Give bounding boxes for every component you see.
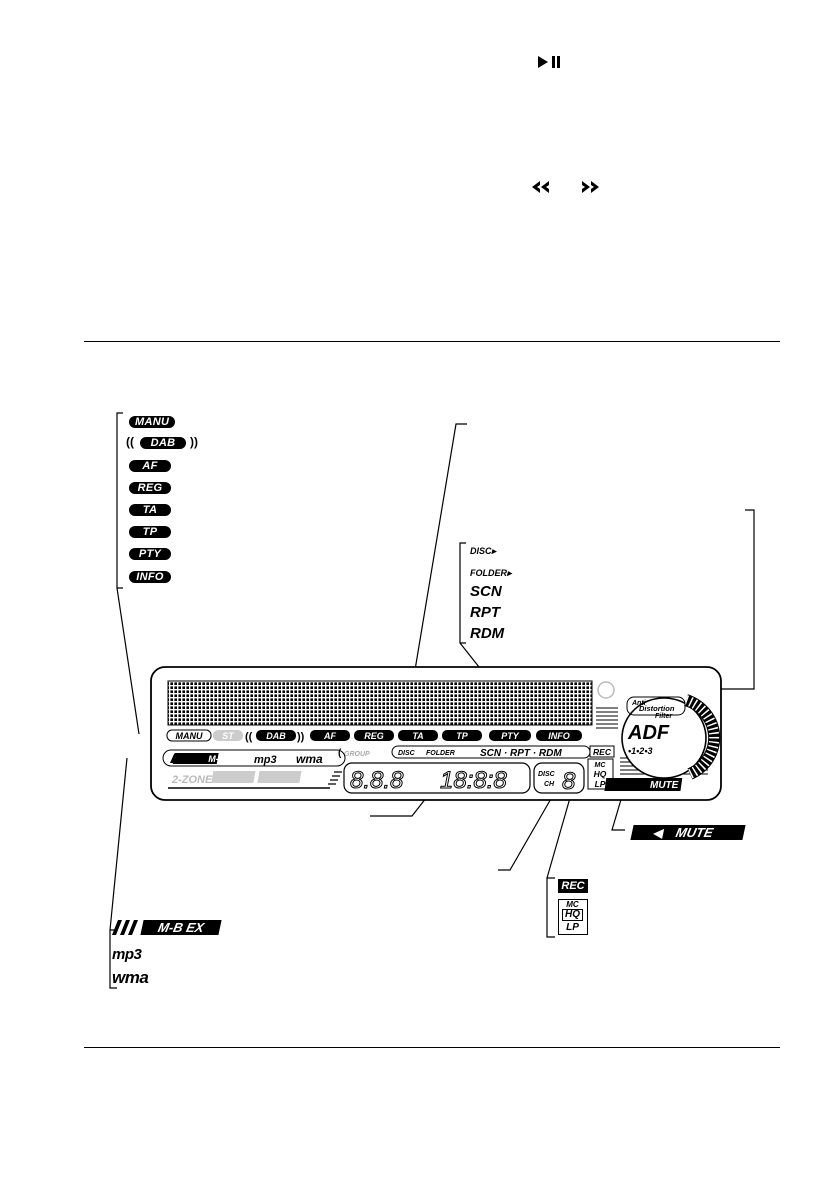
lcd-wma: wma — [296, 752, 323, 766]
indicator-af: AF — [129, 460, 171, 472]
lcd-zone: 2-ZONE — [171, 774, 213, 786]
indicator-ta: TA — [129, 504, 171, 516]
indicator-folder: FOLDER▸ — [470, 568, 512, 578]
divider-bottom — [84, 1047, 780, 1048]
tag-dab-wave-left: (( — [245, 731, 253, 743]
tape-mc: MC — [566, 900, 579, 909]
adf-line2: Distortion — [639, 704, 675, 713]
lcd-mc: MC — [595, 762, 607, 769]
tape-hq: HQ — [562, 909, 583, 921]
rec-badge: REC — [558, 879, 588, 893]
tag-manu: MANU — [176, 731, 203, 741]
mode-disc: DISC — [398, 750, 416, 757]
tag-tp: TP — [456, 731, 468, 741]
indicator-tp: TP — [129, 526, 171, 538]
indicator-dab: DAB — [140, 437, 186, 449]
indicator-manu: MANU — [129, 416, 176, 428]
adf-gauge: Anti Distortion Filter ADF •1•2•3 — [621, 694, 721, 780]
indicator-mbex: M-B EX — [112, 920, 222, 935]
tape-badge: MC HQ LP — [558, 899, 588, 935]
lcd-mbex: M-B EX — [208, 754, 240, 764]
divider-top — [84, 341, 780, 342]
indicator-info: INFO — [129, 571, 171, 583]
tag-dab: DAB — [266, 731, 286, 741]
lcd-display: MANU ST (( DAB )) AF REG TA TP PTY INFO … — [150, 666, 722, 801]
mode-scn-rpt-rdm: SCN · RPT · RDM — [480, 748, 562, 759]
lcd-lp: LP — [595, 779, 606, 789]
indicator-pty: PTY — [129, 548, 171, 560]
indicator-mp3: mp3 — [112, 946, 142, 963]
audio-row: M-B EX mp3 wma — [162, 749, 346, 767]
tag-dab-wave-right: )) — [297, 731, 305, 743]
indicator-reg: REG — [129, 482, 171, 494]
indicator-scn: SCN — [470, 583, 502, 600]
rewind-icon — [530, 180, 552, 194]
dab-wave-right-icon: )) — [190, 435, 198, 449]
dab-wave-left-icon: (( — [126, 435, 134, 449]
lcd-ch: CH — [544, 781, 555, 788]
adf-line3: Filter — [655, 713, 673, 720]
lcd-hq: HQ — [594, 769, 607, 779]
indicator-rpt: RPT — [470, 604, 500, 621]
mode-group: GROUP — [344, 751, 370, 758]
lcd-digits-a: 8.8.8 — [350, 767, 404, 794]
tag-af: AF — [323, 731, 336, 741]
lcd-sub: SUB — [302, 773, 322, 783]
lcd-digits-b: 18:8:8 — [440, 767, 507, 794]
indicator-dab-group: (( DAB )) — [126, 435, 202, 450]
dot-matrix — [168, 681, 592, 725]
tape-lp: LP — [566, 922, 579, 933]
lcd-mp3: mp3 — [254, 754, 277, 766]
lcd-mute: MUTE — [650, 780, 679, 791]
zone-row: 2-ZONE MAIN SUB — [168, 771, 342, 789]
tag-pty: PTY — [501, 731, 520, 741]
tag-info: INFO — [548, 731, 570, 741]
indicator-wma: wma — [112, 968, 149, 987]
tag-ta: TA — [412, 731, 423, 741]
tag-st: ST — [222, 731, 235, 741]
lcd-rec: REC — [593, 747, 612, 757]
mode-folder: FOLDER — [426, 750, 455, 757]
tag-reg: REG — [364, 731, 384, 741]
lcd-disc: DISC — [538, 771, 556, 778]
lcd-disc-digit: 8 — [562, 768, 576, 795]
adf-levels: •1•2•3 — [628, 746, 652, 756]
indicator-rdm: RDM — [470, 625, 505, 642]
indicator-disc: DISC▸ — [470, 546, 497, 556]
play-pause-icon — [536, 55, 564, 69]
adf-logo: ADF — [627, 722, 670, 744]
adf-line1: Anti — [631, 700, 647, 707]
svg-text:(: ( — [338, 748, 342, 759]
tag-row: MANU ST (( DAB )) AF REG TA TP PTY INFO — [166, 729, 582, 743]
fast-forward-icon — [579, 180, 601, 194]
